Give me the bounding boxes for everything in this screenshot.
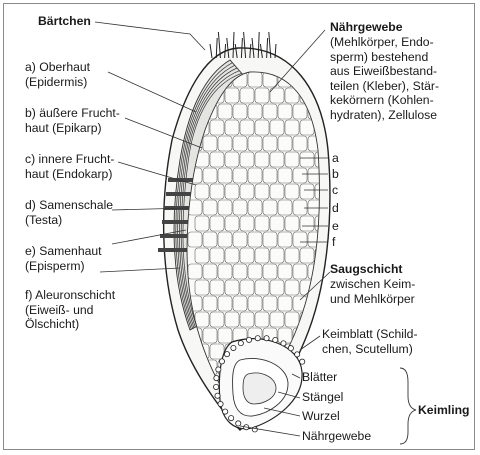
label-saugschicht-title: Saugschicht [330,262,402,277]
layer-letter-f: f [332,235,335,250]
label-keimling: Keimling [418,403,469,418]
label-keimblatt: Keimblatt (Schild- chen, Scutellum) [322,327,418,356]
label-naehrgewebe-embryo: Nährgewebe [302,429,371,444]
label-wurzel: Wurzel [302,409,340,424]
layer-letter-d: d [332,201,339,216]
label-aleuronschicht: f) Aleuronschicht (Eiweiß- und Ölschicht… [25,288,115,332]
layer-letter-a: a [332,151,339,166]
label-testa: d) Samenschale (Testa) [25,198,113,227]
label-staengel: Stängel [302,390,343,405]
label-naehrgewebe-desc: (Mehlkörper, Endo- sperm) bestehend aus … [330,35,439,122]
label-saugschicht-desc: zwischen Keim- und Mehlkörper [330,277,415,306]
layer-letter-b: b [332,167,339,182]
layer-letter-e: e [332,219,339,234]
label-epikarp: b) äußere Frucht- haut (Epikarp) [25,106,120,135]
label-naehrgewebe-title: Nährgewebe [330,20,402,35]
label-oberhaut: a) Oberhaut (Epidermis) [25,60,90,89]
layer-letter-c: c [332,183,338,198]
label-endokarp: c) innere Frucht- haut (Endokarp) [25,152,114,181]
label-blaetter: Blätter [302,370,337,385]
label-episperm: e) Samenhaut (Episperm) [25,244,102,273]
label-baertchen: Bärtchen [38,14,91,29]
